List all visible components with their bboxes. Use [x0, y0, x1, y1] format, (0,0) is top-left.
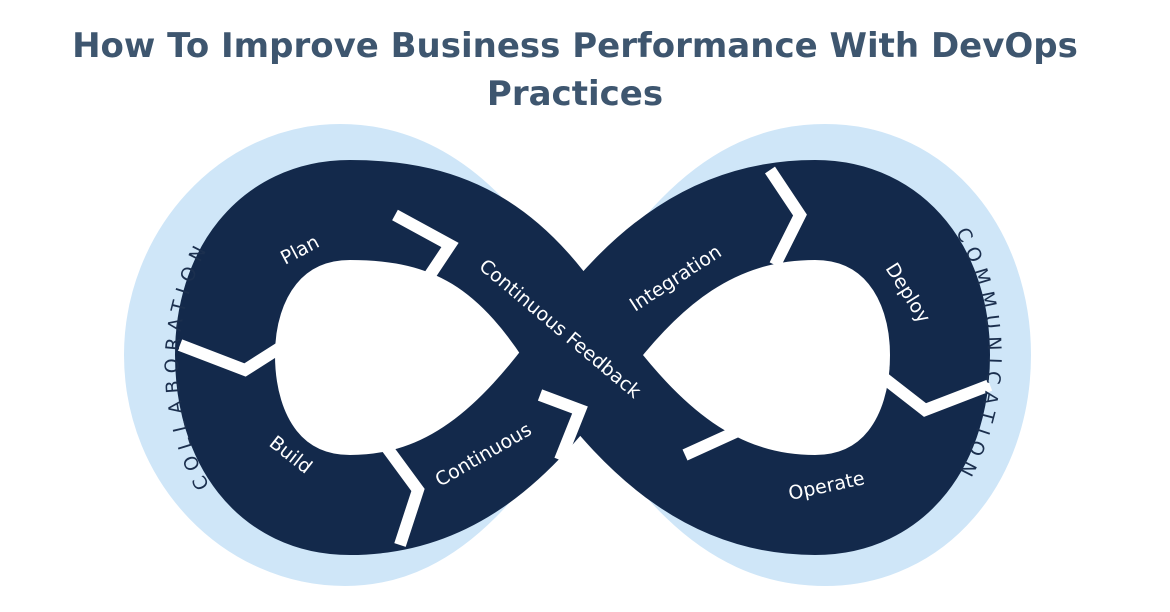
page-title-line-2: Practices: [486, 74, 664, 114]
page-title: How To Improve Business Performance With…: [0, 22, 1150, 118]
page-title-line-1: How To Improve Business Performance With…: [72, 26, 1078, 66]
infinity-body: [175, 160, 990, 555]
segment-separators: [177, 166, 993, 547]
